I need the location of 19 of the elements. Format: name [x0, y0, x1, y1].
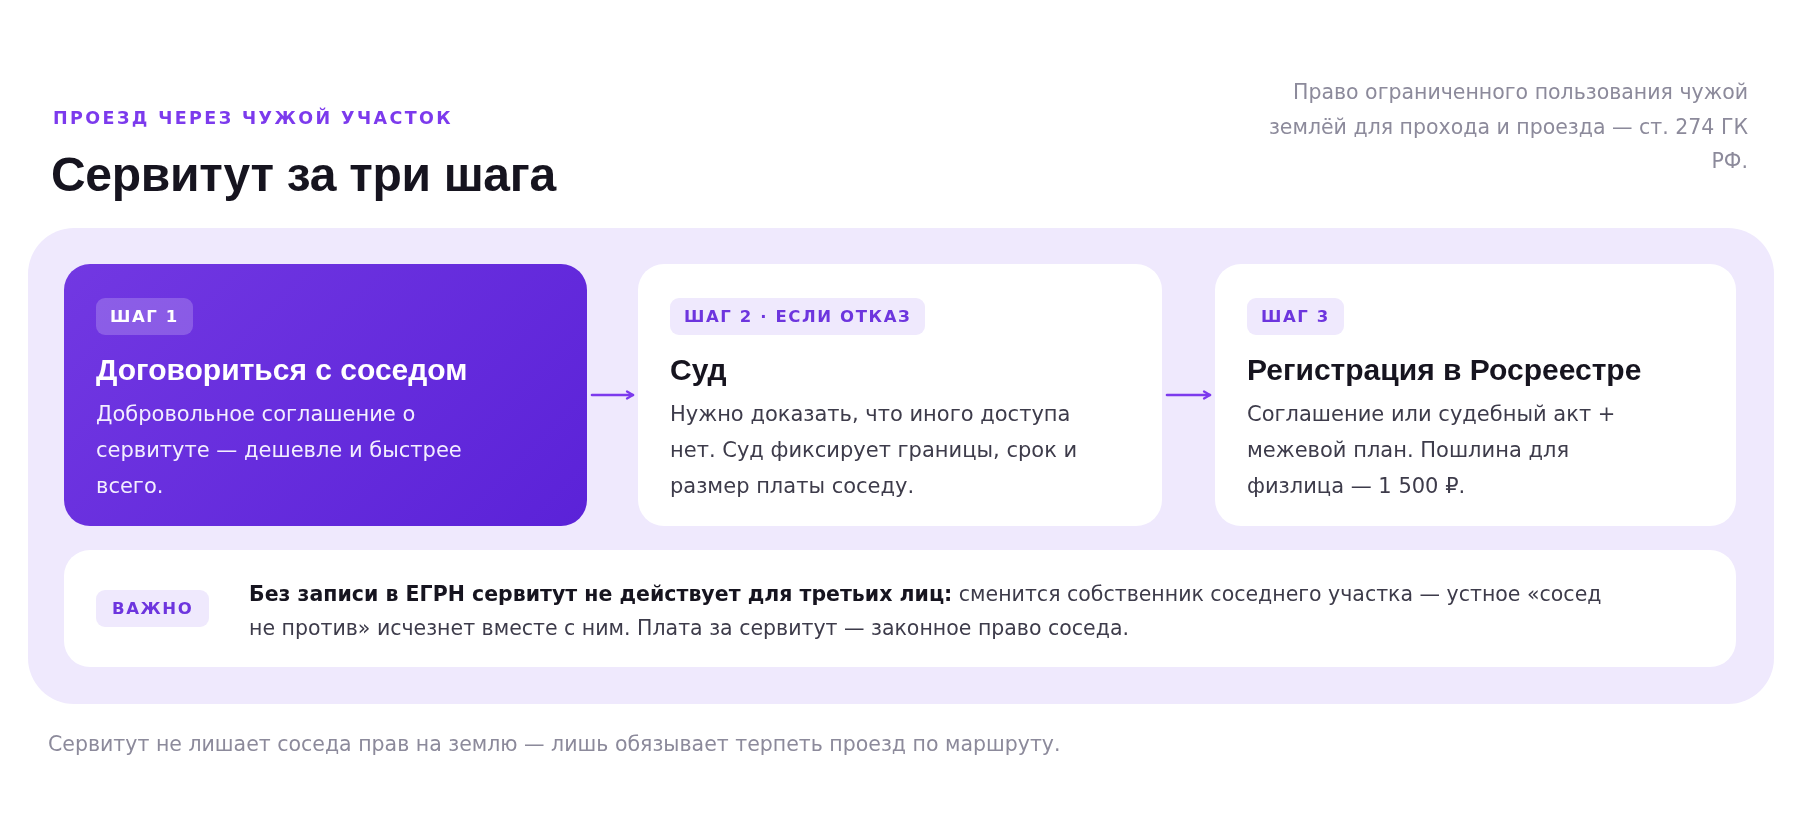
step-tag: ШАГ 3 [1247, 298, 1344, 335]
arrow [1165, 390, 1212, 400]
step-description: Нужно доказать, что иного доступа нет. Суд фиксирует границы, срок и размер платы соседу. [670, 401, 1079, 500]
step-title: Суд [670, 352, 728, 388]
subtitle-note: Право ограниченного пользования чужой землёй для прохода и проезда — ст. 274 ГК РФ. [1267, 79, 1748, 175]
footer-caption: Сервитут не лишает соседа прав на землю — лишь обязывает терпеть проезд по маршруту. [48, 731, 1061, 757]
warning-text: Без записи в ЕГРН сервитут не действует для третьих лиц: сменится собственник соседнего участка — устное «сосед не против» исчезнет вместе с ним. Плата за сервитут — законное право соседа. [249, 581, 1603, 642]
step-title: Договориться с соседом [96, 352, 469, 388]
arrow [590, 390, 635, 400]
step-card [64, 264, 587, 526]
page-title: Сервитут за три шага [51, 147, 556, 203]
step-tag: ШАГ 1 [96, 298, 193, 335]
step-tag: ШАГ 2 · ЕСЛИ ОТКАЗ [670, 298, 926, 335]
step-title: Регистрация в Росреестре [1247, 352, 1643, 388]
steps-panel [28, 228, 1774, 704]
kicker-text: ПРОЕЗД ЧЕРЕЗ ЧУЖОЙ УЧАСТОК [53, 108, 454, 128]
important-tag: ВАЖНО [96, 590, 210, 627]
step-description: Соглашение или судебный акт + межевой план. Пошлина для физлица — 1 500 ₽. [1247, 401, 1617, 500]
step-description: Добровольное соглашение о сервитуте — дешевле и быстрее всего. [96, 401, 463, 500]
